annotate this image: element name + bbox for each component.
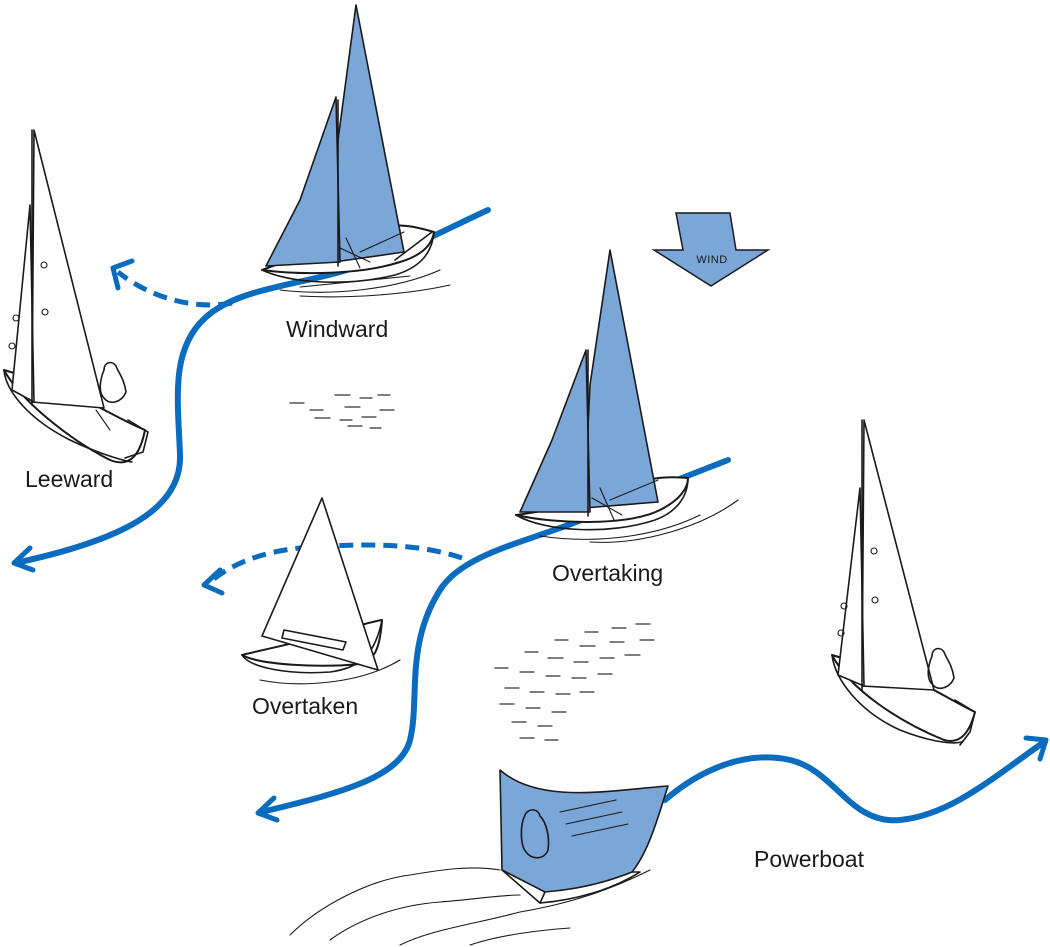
overtaken-label: Overtaken xyxy=(252,693,359,719)
right-sailboat xyxy=(831,419,976,746)
water-ripples-upper xyxy=(289,394,395,429)
wind-indicator: WIND xyxy=(651,212,771,287)
windward-sailboat xyxy=(261,4,451,298)
overtaken-sailboat xyxy=(241,497,401,685)
leeward-label: Leeward xyxy=(25,466,114,492)
overtaking-course-arrowhead-icon xyxy=(255,795,280,823)
leeward-course-arrowhead-icon xyxy=(11,545,36,573)
water-ripples-lower xyxy=(494,623,655,741)
wind-arrow-icon xyxy=(651,212,771,287)
leeward-sailor-icon xyxy=(99,361,127,404)
course-powerboat xyxy=(662,735,1049,824)
powerboat xyxy=(289,769,669,946)
wind-label: WIND xyxy=(696,254,727,266)
windward-label: Windward xyxy=(286,316,389,342)
powerboat-driver-icon xyxy=(520,809,550,859)
windward-dash-arrowhead-icon xyxy=(110,258,135,291)
right-sailor-icon xyxy=(927,647,955,690)
overtaking-sailboat xyxy=(515,249,739,543)
powerboat-label: Powerboat xyxy=(754,846,864,872)
powerboat-course-arrowhead-icon xyxy=(1023,735,1049,762)
leeward-sailboat xyxy=(3,129,149,464)
overtaken-dash-arrowhead-icon xyxy=(201,567,225,596)
overtaking-label: Overtaking xyxy=(552,560,664,586)
